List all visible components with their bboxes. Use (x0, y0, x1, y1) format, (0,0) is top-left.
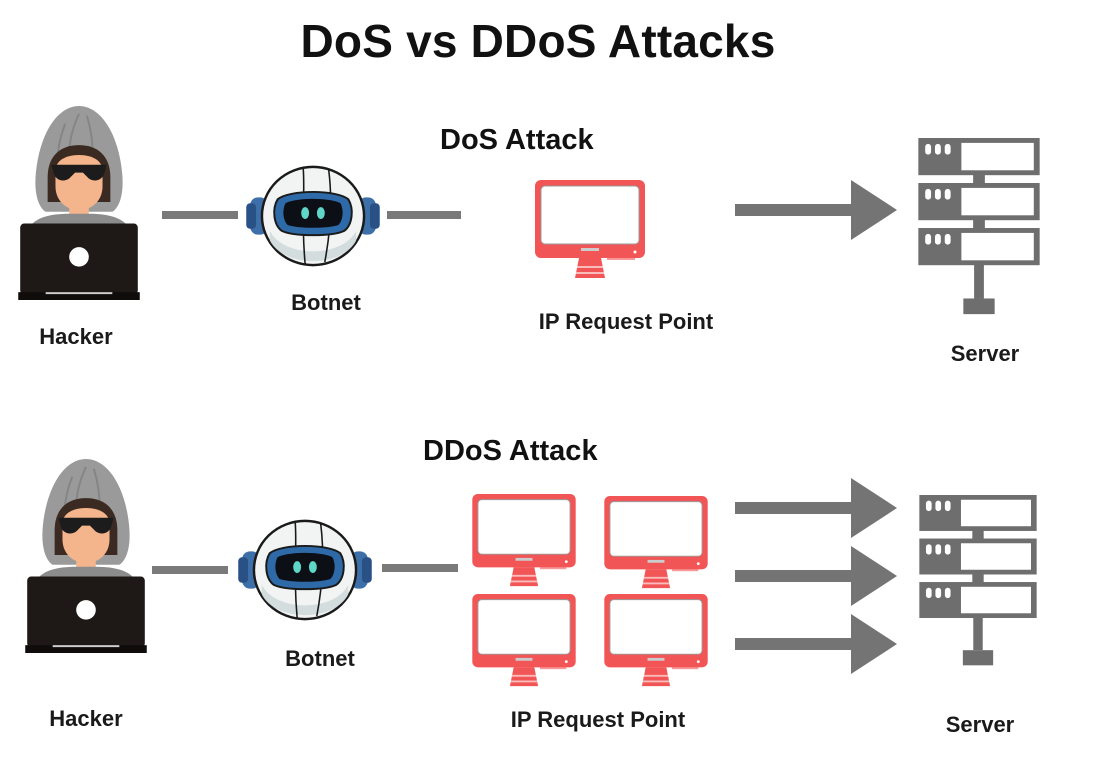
ddos-botnet-label: Botnet (285, 646, 355, 671)
arrow-icon (735, 614, 897, 674)
dos-heading: DoS Attack (440, 124, 594, 156)
server-icon (917, 138, 1041, 320)
dos-connector-botnet-request (387, 211, 461, 219)
monitor-icon (472, 594, 576, 688)
hacker-icon (18, 104, 140, 300)
dos-botnet-label: Botnet (291, 290, 361, 315)
ddos-hacker-label: Hacker (49, 706, 123, 731)
dos-server-label: Server (950, 341, 1020, 366)
server-icon (919, 495, 1037, 671)
dos-request-label: IP Request Point (538, 309, 714, 334)
ddos-connector-botnet-request (382, 564, 458, 572)
monitor-icon (534, 180, 646, 280)
botnet-icon (236, 516, 374, 624)
ddos-request-label: IP Request Point (510, 707, 686, 732)
arrow-icon (735, 478, 897, 538)
monitor-icon (604, 594, 708, 688)
ddos-server-label: Server (945, 712, 1015, 737)
arrow-icon (735, 546, 897, 606)
ddos-heading: DDoS Attack (423, 435, 598, 467)
monitor-icon (472, 494, 576, 588)
ddos-connector-hacker-botnet (152, 566, 228, 574)
dos-hacker-label: Hacker (39, 324, 113, 349)
botnet-icon (244, 162, 382, 270)
hacker-icon (25, 457, 147, 653)
dos-connector-hacker-botnet (162, 211, 238, 219)
monitor-icon (604, 496, 708, 590)
arrow-icon (735, 180, 897, 240)
diagram-title: DoS vs DDoS Attacks (300, 15, 776, 67)
